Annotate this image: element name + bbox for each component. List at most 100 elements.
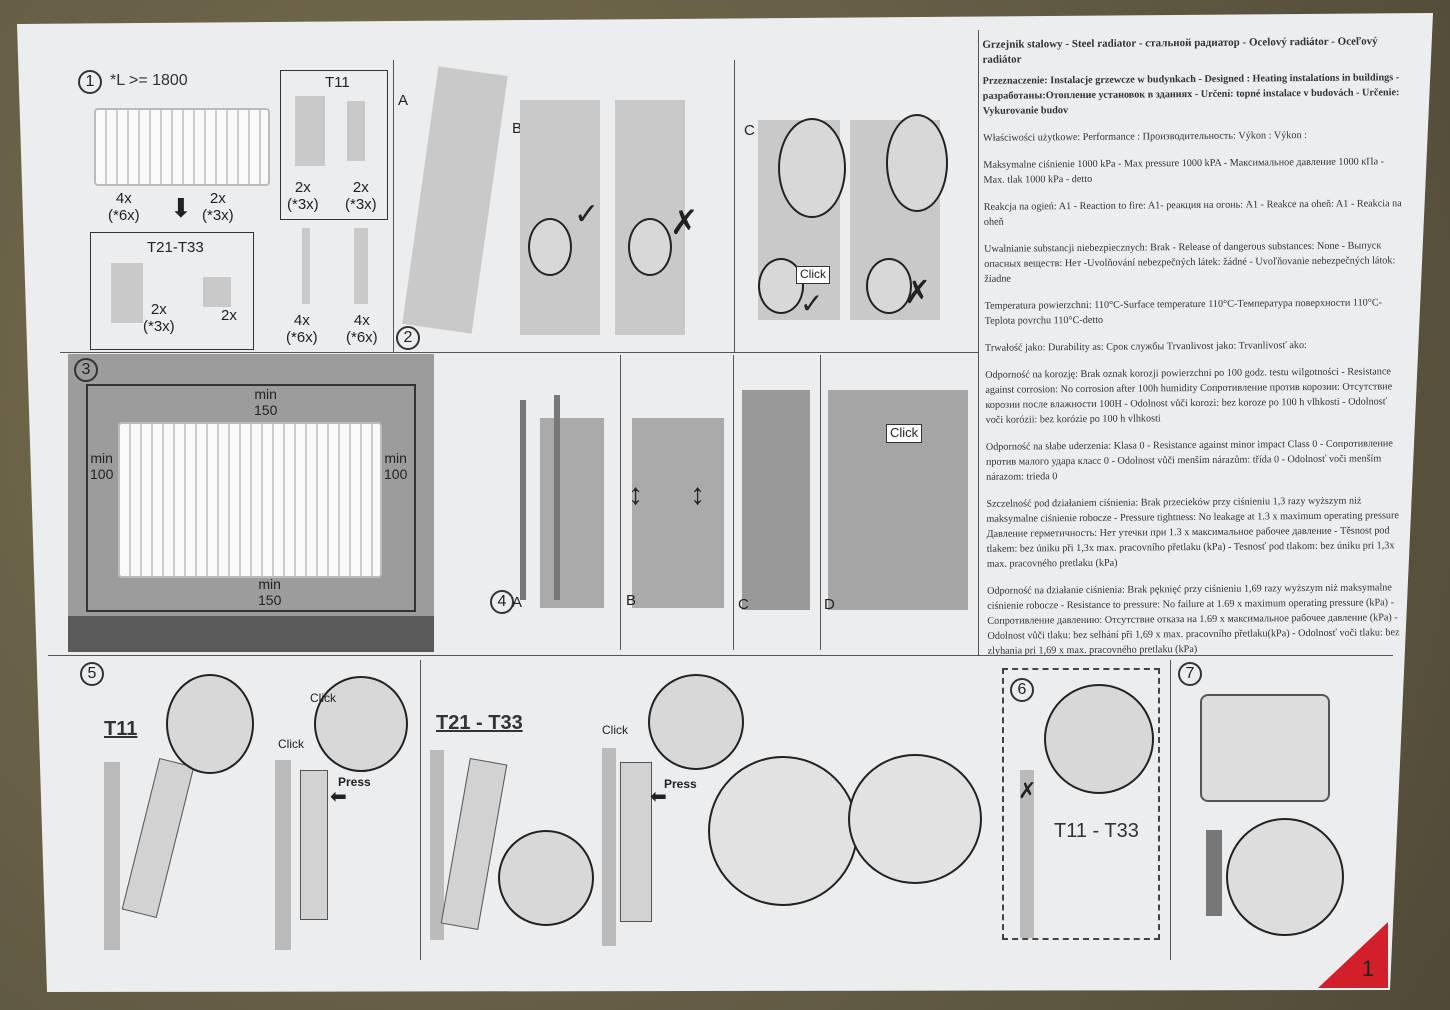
step-3-number: 3 <box>74 358 98 382</box>
t21-panel: T21-T33 2x (*3x) 2x <box>90 232 254 350</box>
step-6-number: 6 <box>1010 678 1034 702</box>
step-2-label-c: C <box>744 122 755 139</box>
step-4-label-d: D <box>824 596 835 613</box>
check-icon: ✓ <box>800 288 824 319</box>
radiator-side <box>300 770 328 920</box>
divider <box>1170 660 1171 960</box>
cross-icon: ✗ <box>1018 778 1037 803</box>
step-4-number: 4 <box>490 590 514 614</box>
radiator-illustration <box>94 108 270 186</box>
detail-circle <box>1044 684 1154 794</box>
detail-circle <box>528 218 572 276</box>
radiator-side <box>121 757 195 919</box>
t11-panel: T11 2x (*3x) 2x (*3x) <box>280 70 388 220</box>
vertical-arrow-icon: ↕ <box>628 478 643 511</box>
t21-count-2: 2x <box>221 307 237 324</box>
step-4-label-a: A <box>512 594 523 611</box>
press-label: Press <box>338 775 371 789</box>
bracket-count-left: 4x (*6x) <box>108 190 140 225</box>
screwdriver-icon <box>1206 830 1222 916</box>
spec-resistance-pressure: Odporność na działanie ciśnienia: Brak p… <box>987 582 1400 657</box>
t21-heading: T21 - T33 <box>436 712 523 734</box>
divider <box>48 655 1393 656</box>
step-2-label-b: B <box>512 120 523 137</box>
cross-icon: ✗ <box>904 274 931 310</box>
divider <box>734 60 735 352</box>
t21-count-1: 2x (*3x) <box>143 301 175 336</box>
wall-panel <box>632 418 724 608</box>
detail-circle <box>886 114 948 212</box>
spec-purpose: Przeznaczenie: Instalacje grzewcze w bud… <box>982 72 1400 117</box>
click-badge: Click <box>310 691 336 705</box>
wall-panel <box>540 418 604 608</box>
spec-performance: Właściwości użytkowe: Performance : Прои… <box>983 130 1307 144</box>
step-7-number: 7 <box>1178 662 1202 686</box>
spec-impact: Odporność na słabe uderzenia: Klasa 0 - … <box>985 438 1393 483</box>
spec-temperature: Temperatura powierzchni: 110°C-Surface t… <box>984 297 1383 327</box>
divider <box>393 60 394 352</box>
divider <box>420 660 421 960</box>
divider <box>820 355 821 650</box>
radiator-side <box>620 762 652 922</box>
plug-count: 4x (*6x) <box>346 312 378 347</box>
radiator-illustration <box>118 422 382 578</box>
step-5-number: 5 <box>80 662 104 686</box>
min-top-clearance: min 150 <box>254 386 278 419</box>
spec-title: Grzejnik stalowy - Steel radiator - стал… <box>982 35 1378 66</box>
arrow-left-icon: ⬅ <box>650 786 667 808</box>
check-icon: ✓ <box>574 198 600 231</box>
length-note: *L >= 1800 <box>110 72 188 89</box>
detail-circle <box>628 218 672 276</box>
radiator-back-view <box>1200 694 1330 802</box>
click-badge: Click <box>278 737 304 751</box>
rail <box>520 400 526 600</box>
wall-plug-icon <box>354 228 368 304</box>
step-6-panel: 6 ✗ T11 - T33 <box>1002 668 1160 940</box>
detail-circle <box>778 118 846 218</box>
step-3-panel: 3 min 150 min 100 min 100 min 150 <box>68 354 434 652</box>
divider <box>733 355 734 650</box>
step-4-label-b: B <box>626 592 637 609</box>
step-1-number: 1 <box>78 70 102 94</box>
wall <box>1020 770 1034 938</box>
wall <box>104 762 120 950</box>
min-bottom-clearance: min 150 <box>258 576 282 609</box>
wall <box>275 760 291 950</box>
t11-count-left: 2x (*3x) <box>287 179 319 214</box>
step-4-label-c: C <box>738 596 749 613</box>
step-2-label-a: A <box>398 92 409 109</box>
click-badge: Click <box>796 266 830 284</box>
cross-icon: ✗ <box>670 204 699 242</box>
bracket-icon <box>347 101 365 161</box>
radiator-side <box>440 757 508 931</box>
detail-circle <box>848 754 982 884</box>
spec-tightness: Szczelność pod działaniem ciśnienia: Bra… <box>986 495 1399 570</box>
bracket-icon <box>295 96 325 166</box>
screw-icon <box>302 228 310 304</box>
wall <box>602 748 616 946</box>
wall <box>430 750 444 940</box>
vertical-arrow-icon: ↕ <box>690 478 705 511</box>
click-badge: Click <box>886 424 923 443</box>
detail-circle <box>166 674 254 774</box>
t11-title: T11 <box>325 74 350 91</box>
detail-circle <box>866 258 912 314</box>
spec-durability: Trwałość jako: Durability as: Срок служб… <box>984 340 1307 354</box>
spec-substances: Uwalnianie substancji niebezpiecznych: B… <box>984 240 1396 285</box>
bracket-closeup <box>402 66 508 334</box>
min-left-clearance: min 100 <box>90 450 114 483</box>
bracket-count-right: 2x (*3x) <box>202 190 234 225</box>
page-corner: 1 <box>1318 922 1388 988</box>
specification-text: Grzejnik stalowy - Steel radiator - стал… <box>982 34 1408 671</box>
clip-icon <box>203 277 231 307</box>
arrow-left-icon: ⬅ <box>330 786 347 808</box>
spec-pressure: Maksymalne ciśnienie 1000 kPa - Max pres… <box>983 156 1385 186</box>
divider <box>978 30 979 655</box>
detail-circle <box>648 674 744 770</box>
detail-circle <box>1226 818 1344 936</box>
detail-circle <box>708 756 858 906</box>
detail-circle <box>498 830 594 926</box>
floor <box>68 616 434 652</box>
detail-circle <box>314 676 408 772</box>
